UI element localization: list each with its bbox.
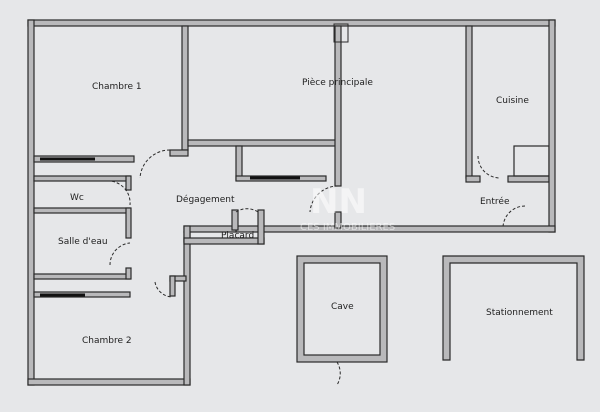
room-label-placard: Placard xyxy=(221,231,255,241)
room-label-piece-principale: Pièce principale xyxy=(302,78,373,88)
walls xyxy=(27,19,585,386)
wall-chambre1-right xyxy=(181,25,189,151)
wall-piece-bottom xyxy=(187,139,339,147)
room-label-chambre2: Chambre 2 xyxy=(82,336,132,346)
room-label-cuisine: Cuisine xyxy=(496,96,529,106)
wall-left-wing-right xyxy=(183,231,191,386)
wall-top xyxy=(27,19,556,27)
watermark-logo: NN xyxy=(310,182,367,222)
wall-partition xyxy=(334,25,342,187)
wall-main-bottom xyxy=(235,225,556,233)
room-label-degagement: Dégagement xyxy=(176,195,235,205)
wall-wc-bottom xyxy=(33,207,131,214)
room-label-stationnement: Stationnement xyxy=(486,308,553,318)
room-label-wc: Wc xyxy=(70,193,84,203)
wall-bottom xyxy=(27,378,191,386)
watermark-tagline: CES IMMOBILIERES xyxy=(300,222,396,233)
room-label-entree: Entrée xyxy=(480,197,510,207)
wall-left xyxy=(27,19,35,386)
stationnement-walls xyxy=(442,255,585,361)
room-label-chambre1: Chambre 1 xyxy=(92,82,142,92)
wall-sde-bottom xyxy=(33,273,131,280)
room-label-salle-deau: Salle d'eau xyxy=(58,237,108,247)
windows xyxy=(40,157,300,297)
door-swings xyxy=(106,149,526,386)
room-label-cave: Cave xyxy=(331,302,354,312)
wall-right xyxy=(548,19,556,233)
wall-cuisine-left xyxy=(465,25,473,179)
wall-wc-top xyxy=(33,175,131,182)
